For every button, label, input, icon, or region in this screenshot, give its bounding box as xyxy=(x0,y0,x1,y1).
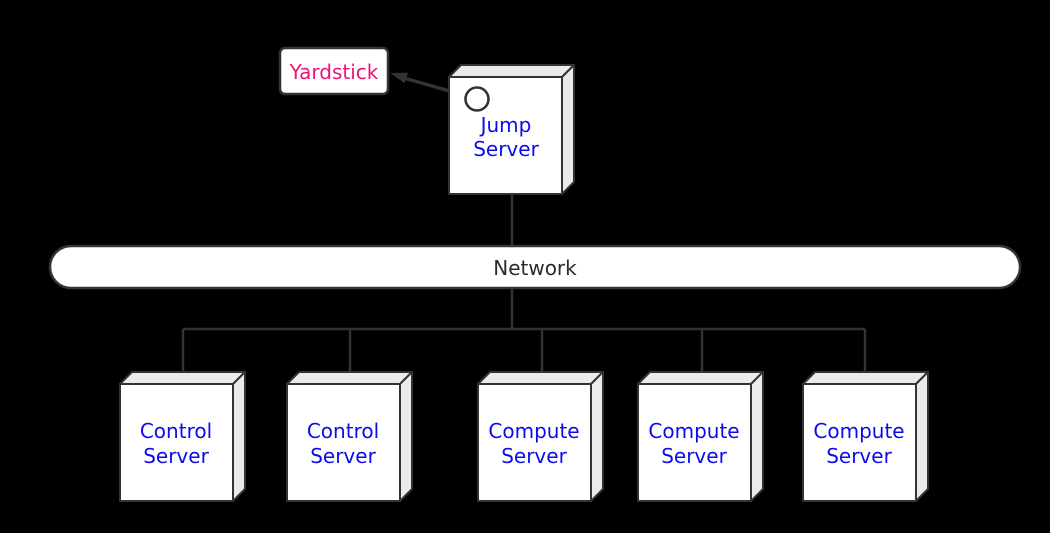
yardstick-label: Yardstick xyxy=(289,60,379,84)
server-node-control-2: Control Server xyxy=(286,371,413,502)
jump-server-label-line1: Jump xyxy=(479,113,532,137)
server-node-compute-3: Compute Server xyxy=(802,371,929,502)
server-node-control-1: Control Server xyxy=(119,371,246,502)
server-label-line2: Server xyxy=(501,444,567,468)
server-label-line2: Server xyxy=(826,444,892,468)
server-node-compute-2: Compute Server xyxy=(637,371,764,502)
server-label-line1: Compute xyxy=(813,419,904,443)
network-label: Network xyxy=(493,256,577,280)
server-label-line1: Control xyxy=(140,419,212,443)
network-bar xyxy=(48,244,1022,290)
server-label-line2: Server xyxy=(143,444,209,468)
edge-arrowhead xyxy=(390,72,408,84)
jump-server-port-circle xyxy=(464,86,490,112)
network-node: Network xyxy=(48,244,1022,290)
server-label-line2: Server xyxy=(661,444,727,468)
server-label-line1: Compute xyxy=(488,419,579,443)
server-label-line1: Control xyxy=(307,419,379,443)
jump-server-label-line2: Server xyxy=(473,137,539,161)
server-node-compute-1: Compute Server xyxy=(477,371,604,502)
server-label-line1: Compute xyxy=(648,419,739,443)
jump-server-node: Jump Server xyxy=(448,64,575,195)
server-label-line2: Server xyxy=(310,444,376,468)
yardstick-box xyxy=(278,46,390,96)
yardstick-node: Yardstick xyxy=(278,46,390,96)
